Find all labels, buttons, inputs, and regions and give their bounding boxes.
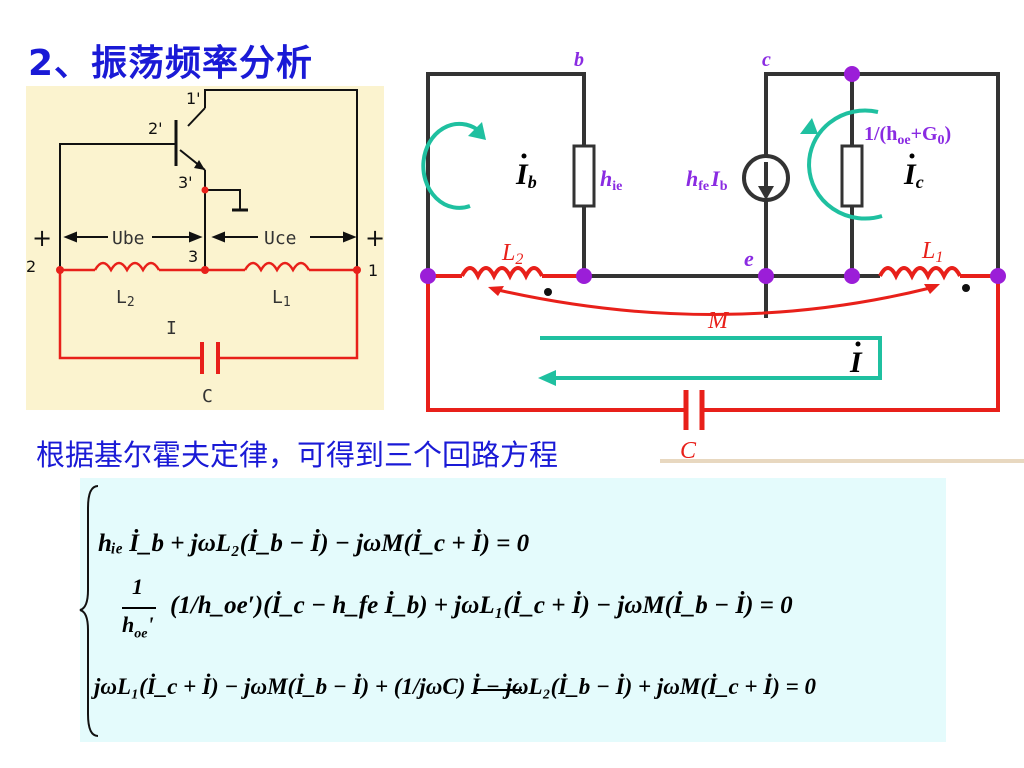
inductor-l2: [93, 261, 161, 273]
collector-top-wire: [764, 72, 1000, 276]
hoe-label: 1/(hoe+G0): [864, 123, 951, 148]
plus-right: +: [365, 224, 385, 252]
node-3-label: 3: [188, 247, 198, 266]
loop-current-i: [540, 336, 882, 380]
brace-icon: [79, 485, 522, 737]
ic-label: Ic: [903, 158, 924, 192]
plus-left: +: [32, 224, 52, 252]
pin-1p-label: 1': [186, 89, 201, 108]
hie-resistor: [572, 144, 596, 208]
hfe-ib-label: hfeIb: [686, 166, 728, 194]
pin-3p-label: 3': [178, 173, 193, 192]
m-label: M: [707, 308, 730, 334]
node-3-dot: [201, 266, 209, 274]
l1-right-label: L1: [921, 238, 943, 266]
dot-l2: [544, 288, 552, 296]
uce-label: Uce: [264, 228, 297, 249]
node-right-dot: [990, 268, 1006, 284]
equation-1: hᵢₑ İ_b + jωL₂(İ_b − İ) − jωM(İ_c + İ) =…: [98, 530, 530, 557]
inductor-l1: [243, 261, 311, 273]
fraction-denominator: hoe': [122, 612, 154, 642]
inductor-l2-right: [460, 266, 544, 281]
equation-2: (1/h_oe′)(İ_c − h_fe İ_b) + jωL₁(İ_c + İ…: [170, 592, 793, 619]
emitter-arrow: [194, 160, 205, 170]
node-c-label: c: [762, 49, 771, 71]
node-b-label: b: [574, 49, 584, 71]
inductor-l1-right: [878, 266, 962, 281]
node-e-label: e: [744, 246, 754, 271]
l1-label: L1: [272, 287, 291, 310]
node-c-top-dot: [844, 66, 860, 82]
hie-label: hie: [600, 166, 622, 194]
node-e-dot: [758, 268, 774, 284]
pin-2p-label: 2': [148, 119, 163, 138]
i-label: I: [849, 346, 863, 379]
cap-c-label: C: [202, 386, 213, 407]
node-1-label: 1: [368, 261, 378, 280]
node-c-bottom-dot: [844, 268, 860, 284]
page-title: 2、振荡频率分析: [28, 43, 314, 84]
ground-wire: [205, 189, 241, 210]
l2-label: L2: [116, 287, 135, 310]
equation-3: jωL₁(İ_c + İ) − jωM(İ_b − İ) + (1/jωC) İ…: [94, 674, 816, 699]
hoe-resistor: [840, 144, 864, 208]
mutual-inductance-arc: [497, 286, 931, 316]
node-2-dot: [56, 266, 64, 274]
section-subtitle: 根据基尔霍夫定律，可得到三个回路方程: [36, 438, 559, 472]
node-1-dot: [353, 266, 361, 274]
ube-label: Ube: [112, 228, 145, 249]
node-2-label: 2: [26, 257, 36, 276]
cap-right-label: C: [680, 438, 697, 464]
fraction-numerator: 1: [132, 574, 143, 599]
current-i-label: I: [166, 318, 177, 339]
divider-line: [660, 459, 1024, 463]
base-wire: [59, 143, 176, 270]
equation-box: hᵢₑ İ_b + jωL₂(İ_b − İ) − jωM(İ_c + İ) =…: [79, 478, 946, 742]
collector-lead: [187, 107, 206, 127]
ib-label: Ib: [515, 158, 537, 192]
l2-right-label: L2: [501, 240, 523, 268]
loop-current-ib: [421, 121, 480, 210]
loop-current-ic: [807, 108, 883, 221]
dot-l1: [962, 284, 970, 292]
collector-wire: [204, 89, 358, 270]
node-b-bottom-dot: [576, 268, 592, 284]
node-left-dot: [420, 268, 436, 284]
